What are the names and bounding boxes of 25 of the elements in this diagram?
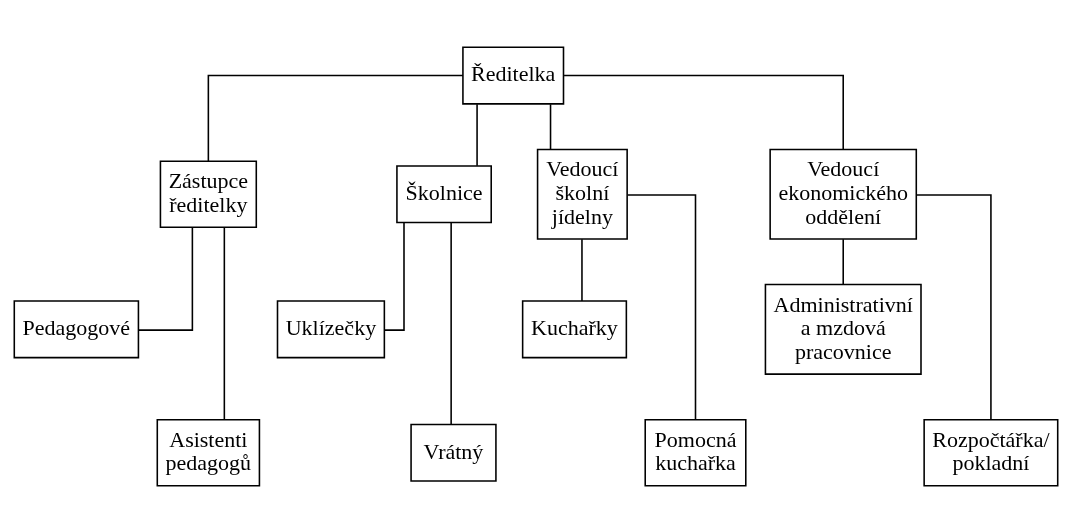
connector: [563, 74, 844, 150]
connector: [476, 103, 478, 167]
node-box: Vedoucí školní jídelny: [536, 148, 628, 240]
connector: [384, 221, 405, 331]
node-box: Zástupce ředitelky: [159, 159, 258, 228]
node-box: Rozpočtářka/ pokladní: [923, 418, 1059, 486]
connector: [842, 237, 844, 285]
connector: [137, 226, 194, 331]
connector: [207, 74, 464, 162]
node-box: Školnice: [396, 164, 492, 223]
connector: [223, 226, 226, 420]
connector: [549, 103, 552, 150]
connector: [450, 221, 452, 425]
node-box: Uklízečky: [276, 299, 386, 358]
node-box: Pedagogové: [13, 299, 140, 358]
node-box: Pomocná kuchařka: [644, 418, 747, 486]
node-box: Vrátný: [410, 423, 497, 482]
connector: [915, 193, 992, 420]
connector: [581, 237, 583, 302]
node-box: Vedoucí ekonomického oddělení: [769, 148, 918, 240]
connector: [626, 193, 697, 420]
node-box: Kuchařky: [521, 299, 628, 358]
node-box: Asistenti pedagogů: [156, 418, 261, 486]
node-box: Ředitelka: [462, 46, 565, 105]
node-box: Administrativní a mzdová pracovnice: [764, 283, 922, 375]
